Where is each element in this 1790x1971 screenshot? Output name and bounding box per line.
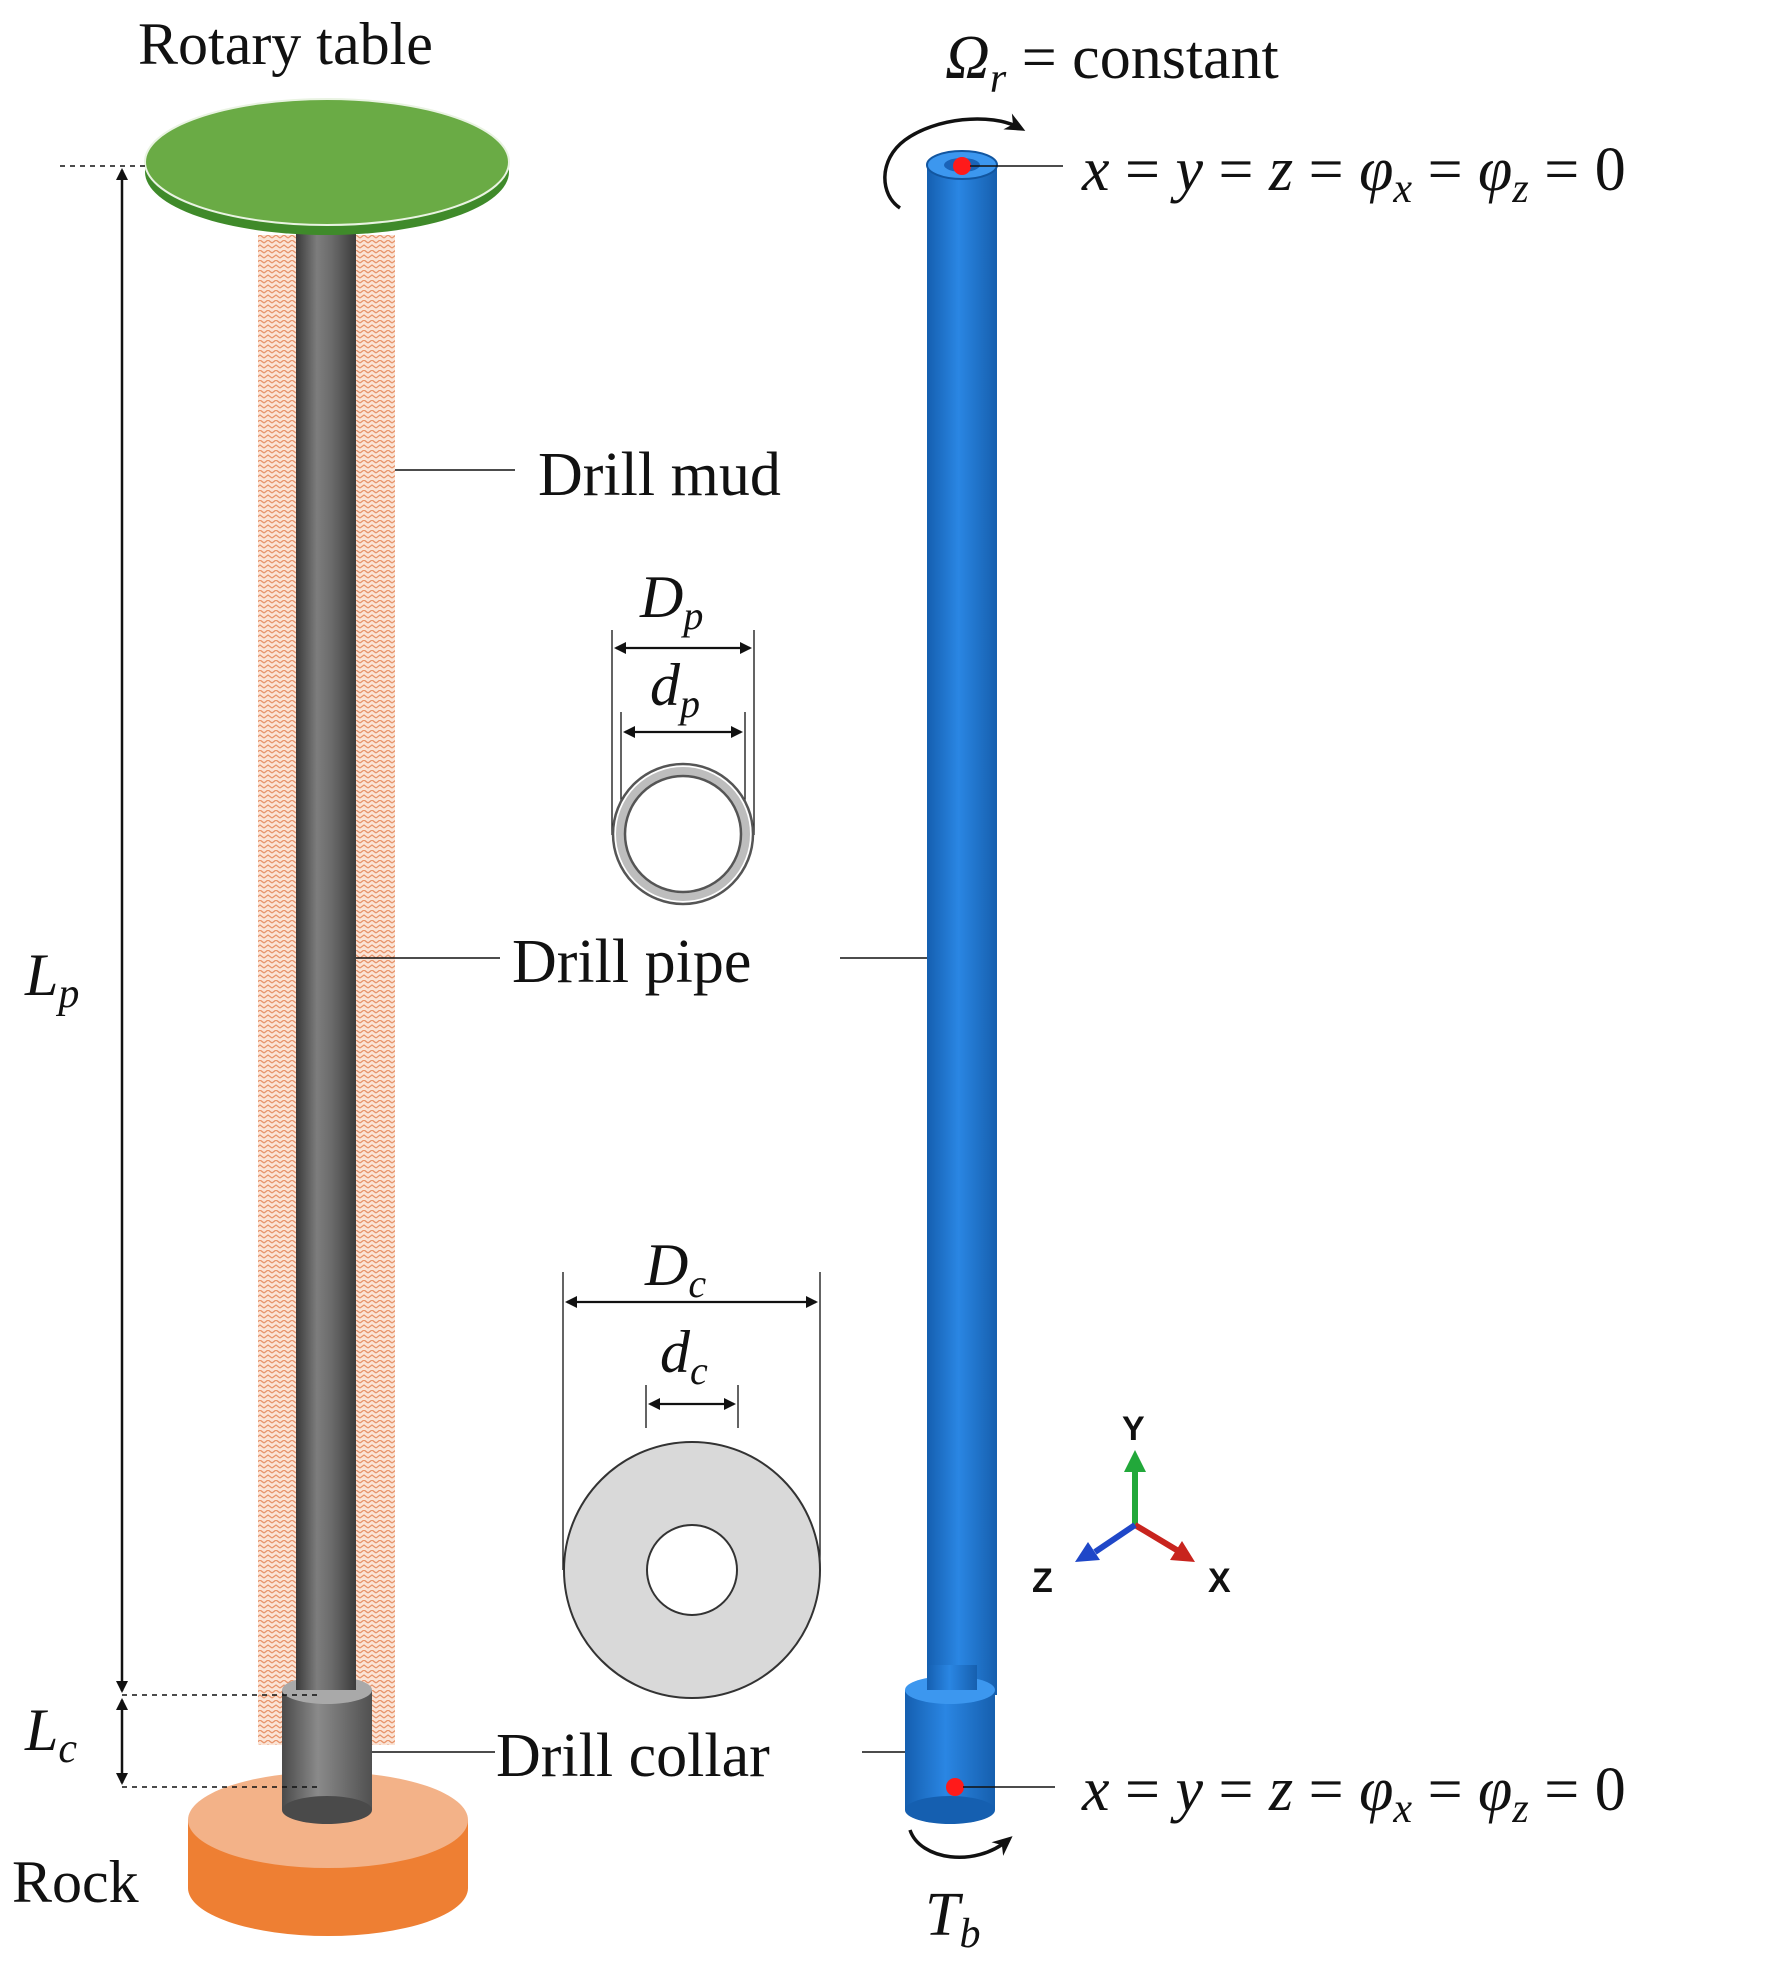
drill-collar-grey (282, 1665, 372, 1824)
length-dimension (60, 165, 320, 1788)
fe-drill-collar (905, 1665, 995, 1824)
leader-lines (356, 469, 927, 1753)
rotary-table-label: Rotary table (138, 11, 433, 77)
top-boundary-condition: x = y = z = φx = φz = 0 (1081, 136, 1626, 212)
omega-label: Ωr = constant (945, 24, 1279, 102)
fe-model (883, 113, 1063, 1860)
rotation-arrow-top (883, 113, 1026, 210)
rotary-table (144, 98, 510, 235)
rock-label: Rock (12, 1849, 139, 1915)
bottom-boundary-condition: x = y = z = φx = φz = 0 (1081, 1756, 1626, 1832)
y-axis-label: Y (1122, 1410, 1145, 1448)
drill-mud-right (355, 235, 395, 1745)
x-axis-label: X (1208, 1562, 1231, 1600)
torque-arrow-bottom (908, 1829, 1013, 1860)
drill-pipe-grey (296, 230, 356, 1700)
pipe-cross-section: Dp dp (611, 564, 755, 906)
Dc-label: Dc (644, 1232, 706, 1306)
torque-label: Tb (925, 1881, 980, 1957)
Dp-label: Dp (639, 564, 703, 638)
collar-cross-section: Dc dc (562, 1232, 821, 1699)
Lc-label: Lc (24, 1697, 77, 1772)
axis-triad: Y Z X (1032, 1410, 1231, 1600)
dp-label: dp (650, 652, 700, 726)
drill-mud-left (258, 235, 298, 1745)
fe-drill-pipe (927, 165, 997, 1695)
z-axis-label: Z (1032, 1562, 1053, 1600)
top-bc-point (953, 157, 971, 175)
physical-model: Rotary table Lp Lc Rock (12, 11, 510, 1936)
drill-mud-label: Drill mud (538, 441, 781, 509)
bottom-bc-point (946, 1778, 964, 1796)
drill-collar-label: Drill collar (496, 1722, 770, 1790)
Lp-label: Lp (24, 942, 79, 1017)
drill-pipe-label: Drill pipe (512, 928, 751, 996)
dc-label: dc (660, 1319, 708, 1393)
